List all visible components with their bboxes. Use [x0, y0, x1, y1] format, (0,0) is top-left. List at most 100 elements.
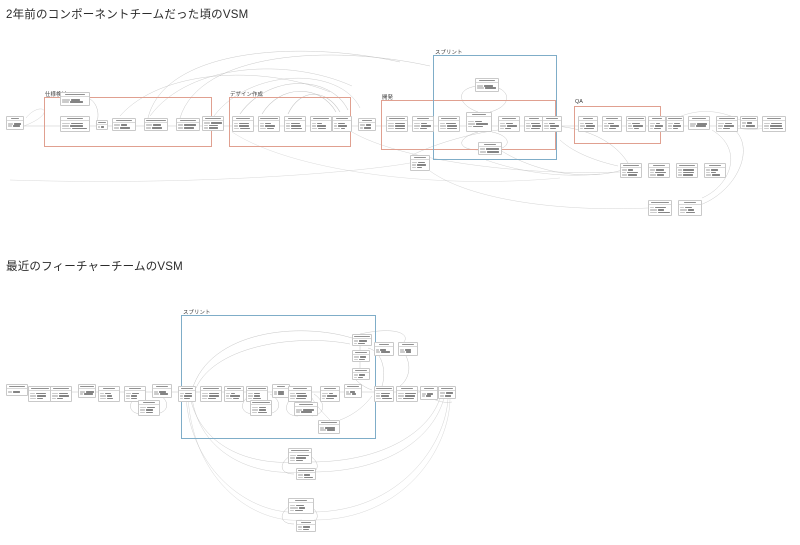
process-node-metrics: [145, 123, 167, 130]
process-node[interactable]: [318, 420, 340, 434]
process-node[interactable]: [6, 116, 24, 130]
process-node[interactable]: [666, 116, 684, 132]
process-node[interactable]: [60, 92, 90, 106]
process-node-metrics: [201, 391, 221, 401]
process-node[interactable]: [176, 118, 200, 131]
process-node[interactable]: [578, 116, 598, 132]
process-node[interactable]: [420, 386, 438, 400]
process-node-header: [311, 117, 331, 122]
process-node-header: [359, 119, 375, 124]
process-node[interactable]: [475, 78, 499, 92]
process-node-metric-row: [234, 122, 252, 125]
process-node[interactable]: [288, 448, 312, 464]
process-node[interactable]: [438, 116, 460, 132]
process-node-header: [285, 117, 305, 122]
process-node[interactable]: [648, 116, 666, 132]
process-node[interactable]: [332, 116, 352, 132]
process-node[interactable]: [398, 342, 418, 356]
process-node[interactable]: [144, 118, 168, 131]
process-node[interactable]: [288, 498, 314, 514]
process-node[interactable]: [138, 400, 160, 416]
process-node-metric-row: [440, 394, 454, 398]
process-node[interactable]: [96, 120, 108, 130]
process-node[interactable]: [60, 116, 90, 132]
process-node[interactable]: [310, 116, 332, 132]
process-node[interactable]: [296, 468, 316, 480]
process-node[interactable]: [524, 116, 544, 132]
process-node[interactable]: [352, 368, 370, 380]
process-node[interactable]: [202, 116, 224, 131]
process-node[interactable]: [258, 116, 280, 132]
process-node[interactable]: [224, 386, 244, 402]
process-node-metric-row: [477, 87, 497, 90]
process-node[interactable]: [358, 118, 376, 131]
process-node-header: [387, 117, 407, 122]
process-node-metric-row: [440, 122, 458, 125]
process-node[interactable]: [112, 118, 136, 131]
process-node[interactable]: [232, 116, 254, 132]
process-node-metric-row: [360, 126, 374, 130]
process-node[interactable]: [498, 116, 520, 132]
process-node[interactable]: [626, 116, 646, 132]
process-node[interactable]: [294, 402, 318, 416]
process-node-metrics: [7, 389, 27, 395]
group-label-sprint-new: スプリント: [183, 310, 211, 316]
process-node[interactable]: [648, 163, 670, 178]
process-node[interactable]: [28, 386, 52, 402]
process-node[interactable]: [152, 384, 172, 398]
process-node[interactable]: [250, 400, 272, 416]
process-node-header: [375, 343, 393, 348]
process-node[interactable]: [200, 386, 222, 402]
process-node-metric-row: [114, 124, 134, 127]
process-node[interactable]: [352, 350, 370, 362]
process-node[interactable]: [344, 384, 362, 398]
process-node[interactable]: [740, 116, 758, 129]
process-node-metric-row: [440, 127, 458, 130]
process-node[interactable]: [78, 384, 96, 398]
process-node[interactable]: [438, 386, 456, 399]
process-node[interactable]: [602, 116, 622, 132]
process-node[interactable]: [284, 116, 306, 132]
process-node[interactable]: [676, 163, 698, 178]
process-node[interactable]: [620, 163, 642, 178]
process-node[interactable]: [352, 334, 372, 346]
process-node[interactable]: [396, 386, 418, 402]
process-node-header: [61, 93, 89, 98]
process-node[interactable]: [6, 384, 28, 396]
process-node[interactable]: [320, 386, 340, 402]
process-node[interactable]: [478, 142, 502, 155]
process-node[interactable]: [688, 116, 710, 130]
process-node-metrics: [439, 121, 459, 131]
process-node[interactable]: [466, 112, 492, 132]
process-node[interactable]: [288, 386, 312, 402]
process-node-metrics: [421, 391, 437, 399]
process-node[interactable]: [678, 200, 702, 216]
process-node-metrics: [649, 121, 665, 131]
process-node[interactable]: [412, 116, 434, 132]
process-node-metric-row: [764, 127, 784, 130]
process-node[interactable]: [542, 116, 562, 132]
process-node-metric-row: [650, 122, 664, 125]
process-node[interactable]: [704, 163, 726, 178]
process-node-metric-row: [312, 127, 330, 130]
process-node[interactable]: [648, 200, 672, 216]
process-node-metrics: [289, 391, 311, 401]
process-node-metrics: [353, 373, 369, 379]
process-node-header: [113, 119, 135, 124]
process-node[interactable]: [762, 116, 786, 132]
process-node-metrics: [321, 391, 339, 401]
group-label-qa: QA: [575, 99, 583, 105]
process-node[interactable]: [374, 386, 394, 402]
process-node[interactable]: [296, 520, 316, 532]
process-node-metric-row: [376, 392, 392, 395]
process-node[interactable]: [98, 386, 120, 402]
process-node[interactable]: [178, 386, 196, 402]
process-node[interactable]: [386, 116, 408, 132]
process-node[interactable]: [410, 155, 430, 171]
process-node[interactable]: [50, 386, 72, 402]
process-node[interactable]: [374, 342, 394, 356]
process-node[interactable]: [716, 116, 738, 132]
process-node-header: [649, 164, 669, 169]
process-node-metrics: [29, 391, 51, 401]
process-node-metric-row: [98, 126, 106, 129]
